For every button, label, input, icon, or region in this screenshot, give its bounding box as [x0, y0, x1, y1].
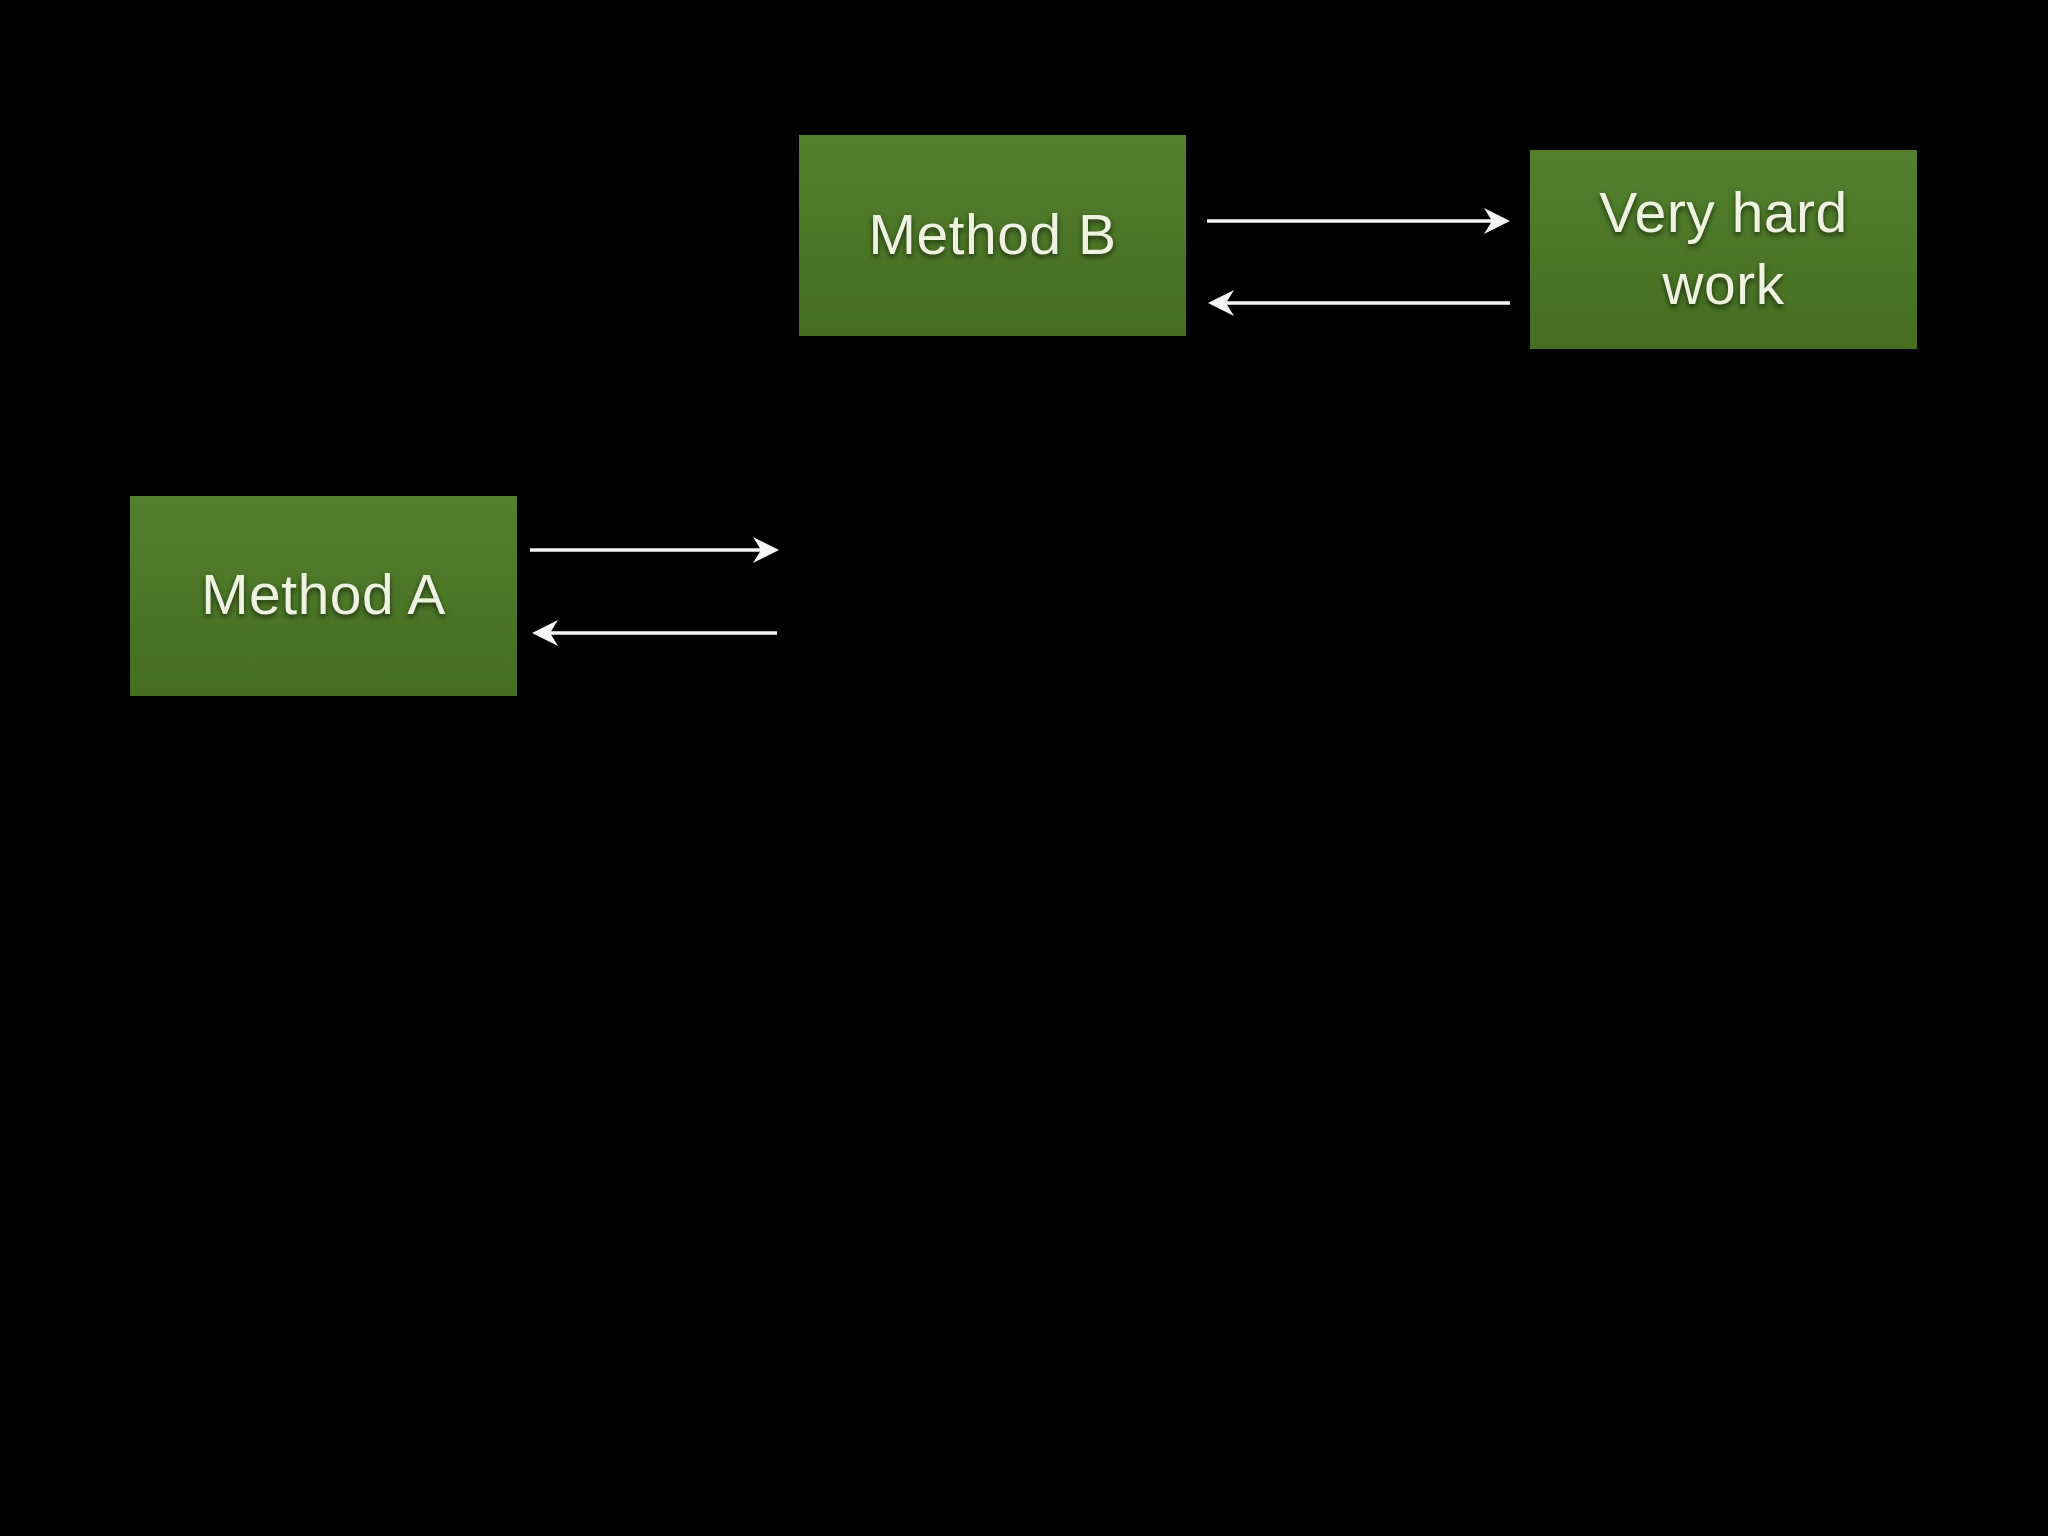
node-method-a-label: Method A [201, 563, 446, 628]
node-very-hard-work: Very hard work [1530, 150, 1917, 349]
arrow-method-a-incoming-return-icon [532, 620, 777, 646]
node-method-b: Method B [799, 135, 1186, 336]
node-method-a: Method A [130, 496, 517, 696]
arrow-method-a-outgoing-call-icon [530, 537, 779, 563]
arrow-method-b-to-very-hard-work-icon [1207, 208, 1510, 234]
node-method-b-label: Method B [868, 202, 1117, 267]
node-very-hard-work-label: Very hard work [1599, 181, 1848, 317]
arrow-very-hard-work-to-method-b-icon [1208, 290, 1510, 316]
